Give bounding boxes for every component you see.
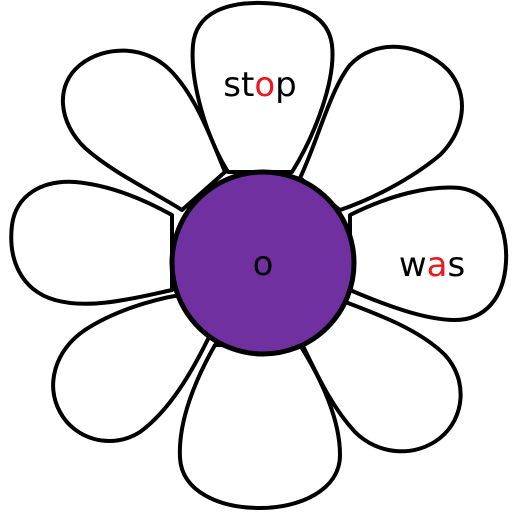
word-stop-plain-end: p [275,65,297,105]
petal-top-word: stop [223,65,296,105]
petal-left [11,182,172,304]
center-letter: o [253,244,274,284]
word-stop-plain-start: st [223,65,254,105]
word-stop-highlight: o [254,65,275,105]
word-was-plain-start: w [399,245,427,285]
petal-bottom [180,345,340,508]
word-was-plain-end: s [447,245,465,285]
word-was-highlight: a [427,245,448,285]
petal-right-word: was [399,245,465,285]
